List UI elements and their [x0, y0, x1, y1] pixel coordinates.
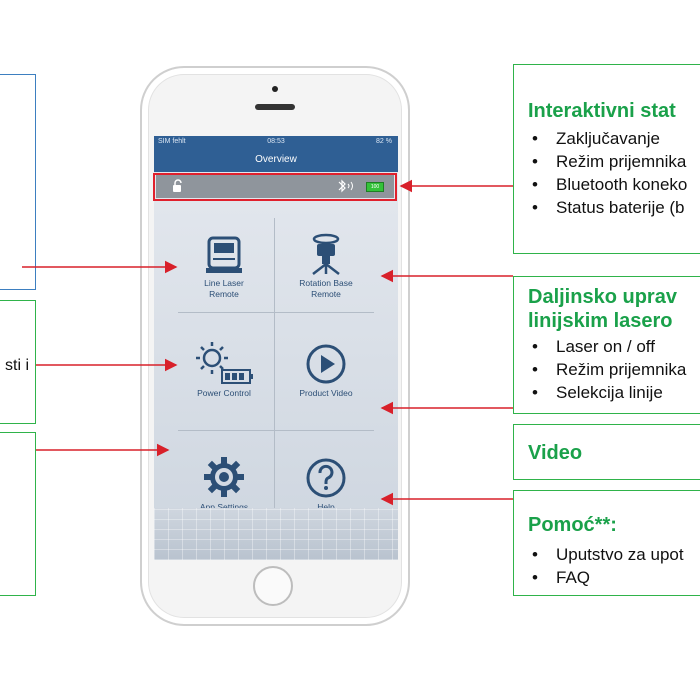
tile-label-help: Help: [317, 502, 335, 512]
tile-label-rotation-1: Rotation Base: [299, 278, 353, 288]
play-icon: [306, 344, 346, 384]
tile-label-rotation-2: Remote: [311, 289, 341, 299]
tile-label-power-control: Power Control: [197, 388, 251, 398]
help-callout: Pomoć**: Uputstvo za upot FAQ: [513, 490, 700, 596]
status-callout: Interaktivni stat Zaključavanje Režim pr…: [513, 64, 700, 254]
help-item-manual: Uputstvo za upot: [528, 543, 700, 566]
remote-item-laser: Laser on / off: [528, 335, 700, 358]
tile-label-line-laser-2: Remote: [209, 289, 239, 299]
clock-text: 08:53: [267, 138, 285, 145]
remote-callout-title-2: linijskim lasero: [528, 310, 673, 332]
video-callout: Video: [513, 424, 700, 480]
tile-power-control[interactable]: Power Control: [178, 340, 270, 430]
rotation-base-icon: [312, 233, 340, 275]
help-callout-list: Uputstvo za upot FAQ: [528, 543, 700, 589]
tile-divider-1: [178, 312, 374, 313]
remote-callout: Daljinsko uprav linijskim lasero Laser o…: [513, 276, 700, 414]
tile-product-video[interactable]: Product Video: [280, 342, 372, 432]
device-battery-icon: 100: [366, 182, 384, 192]
remote-callout-title-1: Daljinsko uprav: [528, 286, 677, 308]
status-bar: SIM fehlt 08:53 82 %: [154, 136, 398, 148]
help-question-icon: [306, 458, 346, 498]
app-screen: SIM fehlt 08:53 82 % Overview 100 Line L…: [154, 136, 398, 560]
tile-line-laser-remote[interactable]: Line Laser Remote: [178, 232, 270, 322]
status-info-bar: 100: [156, 174, 394, 198]
status-callout-title: Interaktivni stat: [528, 100, 676, 122]
power-control-icon: [196, 342, 253, 384]
status-item-receiver: Režim prijemnika: [528, 150, 700, 173]
tile-label-app-settings: App Settings: [199, 502, 249, 512]
left-callout-bottom: [0, 432, 36, 596]
tile-help[interactable]: Help: [280, 456, 372, 546]
tile-label-product-video: Product Video: [299, 388, 353, 398]
left-callout-middle: sti i: [0, 300, 36, 424]
battery-percent: 82 %: [376, 138, 392, 145]
help-item-faq: FAQ: [528, 566, 700, 589]
tile-rotation-base-remote[interactable]: Rotation Base Remote: [280, 232, 372, 322]
tile-label-line-laser-1: Line Laser: [204, 278, 244, 288]
left-callout-middle-text: sti i: [5, 357, 29, 374]
remote-item-receiver: Režim prijemnika: [528, 358, 700, 381]
tile-app-settings[interactable]: App Settings: [178, 454, 270, 544]
tile-divider-vertical: [274, 218, 275, 508]
home-button[interactable]: [253, 566, 293, 606]
status-callout-list: Zaključavanje Režim prijemnika Bluetooth…: [528, 127, 700, 219]
help-callout-title: Pomoć**:: [528, 514, 617, 536]
status-item-battery: Status baterije (b: [528, 196, 700, 219]
status-item-bluetooth: Bluetooth koneko: [528, 173, 700, 196]
phone-camera: [272, 86, 278, 92]
status-item-lock: Zaključavanje: [528, 127, 700, 150]
remote-callout-list: Laser on / off Režim prijemnika Selekcij…: [528, 335, 700, 404]
nav-title: Overview: [154, 148, 398, 172]
left-callout-top: [0, 74, 36, 290]
unlock-icon[interactable]: [170, 179, 184, 193]
tile-divider-2: [178, 430, 374, 431]
line-laser-icon: [206, 236, 242, 273]
floor-graphic: [154, 508, 398, 560]
phone-speaker: [255, 104, 295, 110]
gear-icon: [204, 457, 244, 497]
bluetooth-icon: [338, 179, 353, 193]
carrier-text: SIM fehlt: [158, 138, 186, 145]
status-bar-highlight: [153, 173, 397, 201]
remote-item-line: Selekcija linije: [528, 381, 700, 404]
video-callout-title: Video: [528, 442, 583, 464]
